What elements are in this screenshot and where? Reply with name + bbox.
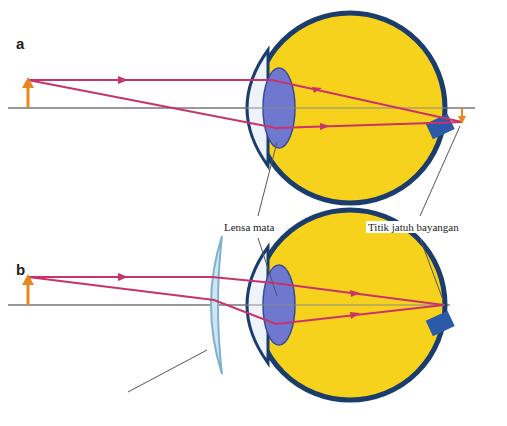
object-arrow [27, 86, 30, 108]
ray-arrow [118, 76, 128, 84]
optical-axis-inner [8, 108, 475, 109]
eye-b [8, 210, 455, 400]
light-ray [28, 277, 444, 324]
leader-line [258, 238, 277, 296]
ray-arrow [118, 273, 128, 281]
light-ray [28, 80, 462, 122]
ray-arrow [312, 87, 322, 93]
leader-line [258, 142, 277, 216]
image-arrow-head [458, 116, 466, 124]
figure-letter: b [16, 262, 25, 279]
ray-arrow [350, 312, 360, 319]
leader-line [128, 350, 207, 392]
object-arrow [27, 283, 30, 305]
ray-arrow [320, 123, 330, 130]
leader-line [420, 238, 443, 300]
figure-letter: a [16, 36, 24, 53]
convex-glasses-lens [211, 236, 222, 374]
optic-nerve [426, 311, 455, 337]
part-label: Lensa mata [222, 221, 276, 233]
leader-line [420, 126, 460, 216]
part-label: Titik jatuh bayangan [366, 221, 461, 233]
ray-arrow [350, 290, 360, 297]
image-arrow [461, 108, 463, 117]
light-ray [28, 80, 462, 128]
object-arrow-head [22, 77, 34, 88]
eye-a [8, 13, 475, 203]
light-ray [28, 277, 444, 305]
